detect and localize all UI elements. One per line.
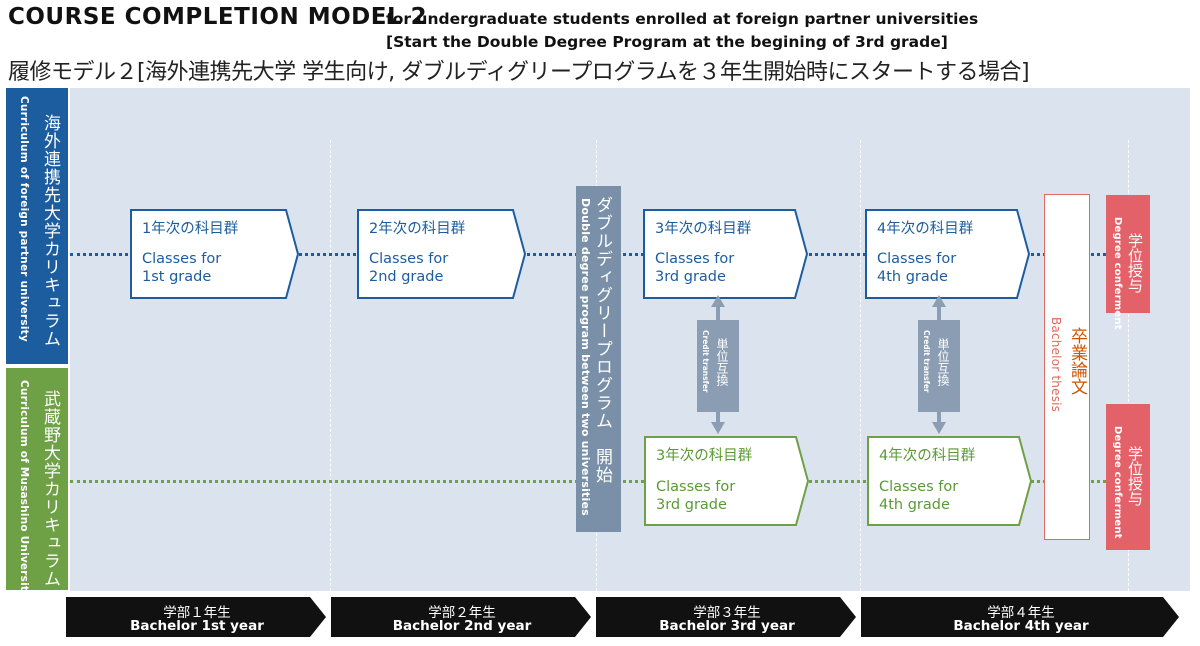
subtitle-line-1: for undergraduate students enrolled at f… — [386, 10, 979, 28]
degree-en: Degree conferment — [1112, 217, 1123, 330]
thesis-en: Bachelor thesis — [1049, 317, 1063, 413]
year-label-3: 学部３年生 Bachelor 3rd year — [596, 597, 858, 637]
degree-conferment-musashino: 学位授与 Degree conferment — [1106, 404, 1150, 550]
class-box-grade: 2nd grade — [369, 269, 444, 285]
sidebar-foreign-curriculum: 海外連携先大学カリキュラム Curriculum of foreign part… — [6, 88, 68, 364]
credit-transfer-en: Credit transfer — [922, 330, 931, 393]
year-arrow-shape — [331, 597, 591, 637]
class-box-foreign-2nd: 2年次の科目群 Classes for 2nd grade — [357, 209, 527, 299]
double-degree-program-start-bar: ダブルディグリープログラム 開始 Double degree program b… — [576, 186, 621, 532]
year-label-jp: 学部２年生 — [428, 605, 496, 621]
degree-jp: 学位授与 — [1126, 446, 1144, 506]
arrow-stem — [716, 306, 720, 322]
sidebar-musashino-curriculum: 武蔵野大学カリキュラム Curriculum of Musashino Univ… — [6, 368, 68, 598]
class-box-musashino-4th: 4年次の科目群 Classes for 4th grade — [867, 436, 1037, 526]
class-box-label: Classes for — [142, 251, 222, 267]
year-label-en: Bachelor 4th year — [953, 618, 1089, 634]
year-label-2: 学部２年生 Bachelor 2nd year — [331, 597, 593, 637]
class-box-foreign-4th: 4年次の科目群 Classes for 4th grade — [865, 209, 1035, 299]
dd-program-en: Double degree program between two univer… — [579, 198, 592, 516]
class-box-title: 2年次の科目群 — [369, 221, 466, 237]
class-box-label: Classes for — [879, 479, 959, 495]
year-separator — [1128, 140, 1129, 596]
degree-jp: 学位授与 — [1126, 233, 1144, 293]
degree-conferment-foreign: 学位授与 Degree conferment — [1106, 195, 1150, 330]
class-box-label: Classes for — [656, 479, 736, 495]
class-box-foreign-1st: 1年次の科目群 Classes for 1st grade — [130, 209, 300, 299]
dd-program-jp: ダブルディグリープログラム 開始 — [592, 196, 612, 484]
year-arrow-shape — [596, 597, 856, 637]
year-label-1: 学部１年生 Bachelor 1st year — [66, 597, 328, 637]
year-label-jp: 学部４年生 — [987, 605, 1055, 621]
class-box-grade: 3rd grade — [655, 269, 726, 285]
arrow-stem — [937, 306, 941, 322]
arrow-stem — [937, 410, 941, 424]
credit-transfer-jp: 単位互換 — [936, 338, 950, 386]
year-label-en: Bachelor 3rd year — [659, 618, 795, 634]
credit-transfer-3rd: 単位互換 Credit transfer — [697, 320, 739, 412]
class-box-grade: 4th grade — [877, 269, 948, 285]
year-label-en: Bachelor 2nd year — [392, 618, 532, 634]
bachelor-thesis-box: 卒業論文 Bachelor thesis — [1044, 194, 1090, 540]
class-box-foreign-3rd: 3年次の科目群 Classes for 3rd grade — [643, 209, 813, 299]
year-separator — [860, 140, 861, 596]
page-title: COURSE COMPLETION MODEL 2 — [8, 4, 428, 30]
arrow-up-icon — [932, 295, 946, 307]
sidebar-musashino-jp: 武蔵野大学カリキュラム — [40, 390, 60, 588]
credit-transfer-4th: 単位互換 Credit transfer — [918, 320, 960, 412]
year-label-en: Bachelor 1st year — [130, 618, 264, 634]
class-box-shape — [644, 436, 810, 526]
degree-en: Degree conferment — [1112, 426, 1123, 539]
year-separator — [330, 140, 331, 596]
year-label-4: 学部４年生 Bachelor 4th year — [861, 597, 1181, 637]
class-box-label: Classes for — [369, 251, 449, 267]
class-box-title: 1年次の科目群 — [142, 221, 239, 237]
class-box-shape — [865, 209, 1031, 299]
class-box-label: Classes for — [877, 251, 957, 267]
class-box-title: 4年次の科目群 — [877, 221, 974, 237]
subtitle-line-2: [Start the Double Degree Program at the … — [386, 33, 948, 51]
class-box-grade: 3rd grade — [656, 497, 727, 513]
credit-transfer-en: Credit transfer — [701, 330, 710, 393]
class-box-shape — [357, 209, 527, 299]
arrow-up-icon — [711, 295, 725, 307]
arrow-down-icon — [932, 422, 946, 434]
class-box-shape — [643, 209, 809, 299]
class-box-shape — [867, 436, 1033, 526]
class-box-title: 3年次の科目群 — [656, 448, 753, 464]
sidebar-foreign-jp: 海外連携先大学カリキュラム — [40, 114, 60, 348]
sidebar-musashino-en: Curriculum of Musashino University — [18, 380, 30, 599]
class-box-grade: 1st grade — [142, 269, 212, 285]
year-label-jp: 学部３年生 — [693, 605, 761, 621]
year-arrow-shape — [861, 597, 1179, 637]
credit-transfer-jp: 単位互換 — [715, 338, 729, 386]
arrow-stem — [716, 410, 720, 424]
thesis-jp: 卒業論文 — [1067, 327, 1087, 395]
class-box-grade: 4th grade — [879, 497, 950, 513]
class-box-musashino-3rd: 3年次の科目群 Classes for 3rd grade — [644, 436, 814, 526]
year-label-jp: 学部１年生 — [163, 605, 231, 621]
arrow-down-icon — [711, 422, 725, 434]
class-box-shape — [130, 209, 300, 299]
page-subtitle: for undergraduate students enrolled at f… — [386, 8, 978, 54]
class-box-title: 3年次の科目群 — [655, 221, 752, 237]
page-title-japanese: 履修モデル２[海外連携先大学 学生向け, ダブルディグリープログラムを３年生開始… — [8, 60, 1030, 85]
year-arrow-shape — [66, 597, 326, 637]
sidebar-foreign-en: Curriculum of foreign partner university — [18, 96, 30, 342]
class-box-title: 4年次の科目群 — [879, 448, 976, 464]
class-box-label: Classes for — [655, 251, 735, 267]
